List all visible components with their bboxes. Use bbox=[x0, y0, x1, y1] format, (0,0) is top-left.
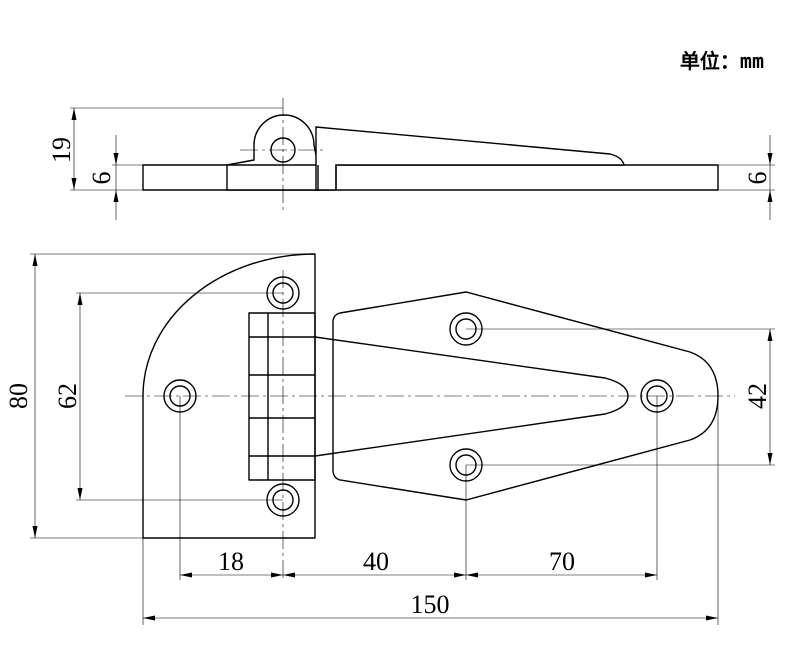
arrow bbox=[113, 153, 119, 165]
dim-offset-left-hole: 18 bbox=[218, 547, 244, 576]
arrow bbox=[454, 572, 466, 578]
dim-side-thickness-left: 6 bbox=[87, 172, 116, 185]
top-view: 80 62 42 18 40 70 150 bbox=[4, 253, 775, 625]
dim-hole-spacing-leaf: 42 bbox=[743, 383, 772, 409]
side-leaf bbox=[315, 126, 625, 191]
top-base-plate bbox=[142, 253, 316, 539]
arrow bbox=[77, 293, 83, 305]
arrow bbox=[77, 488, 83, 500]
arrow bbox=[767, 453, 773, 465]
arrow bbox=[271, 572, 283, 578]
arrow bbox=[767, 329, 773, 341]
arrow bbox=[767, 153, 773, 165]
arrow bbox=[113, 190, 119, 202]
top-knuckle bbox=[248, 312, 316, 481]
arrow bbox=[645, 572, 657, 578]
dim-offset-tip-hole: 70 bbox=[549, 547, 575, 576]
arrow bbox=[767, 190, 773, 202]
arrow bbox=[180, 572, 192, 578]
dim-side-thickness-right: 6 bbox=[743, 172, 772, 185]
arrow bbox=[71, 178, 77, 190]
arrow bbox=[143, 615, 155, 621]
dim-total-height: 80 bbox=[4, 383, 33, 409]
arrow bbox=[466, 572, 478, 578]
dim-hole-spacing-vertical: 62 bbox=[53, 383, 82, 409]
side-knuckle bbox=[226, 114, 319, 191]
side-view: 19 6 6 bbox=[47, 98, 775, 220]
arrow bbox=[71, 108, 77, 120]
dim-offset-leaf-hole: 40 bbox=[363, 547, 389, 576]
dim-side-height: 19 bbox=[47, 137, 76, 163]
arrow bbox=[32, 526, 38, 538]
unit-label: 单位：mm bbox=[680, 49, 764, 73]
dim-total-length: 150 bbox=[411, 590, 450, 619]
arrow bbox=[32, 254, 38, 266]
arrow bbox=[706, 615, 718, 621]
arrow bbox=[283, 572, 295, 578]
